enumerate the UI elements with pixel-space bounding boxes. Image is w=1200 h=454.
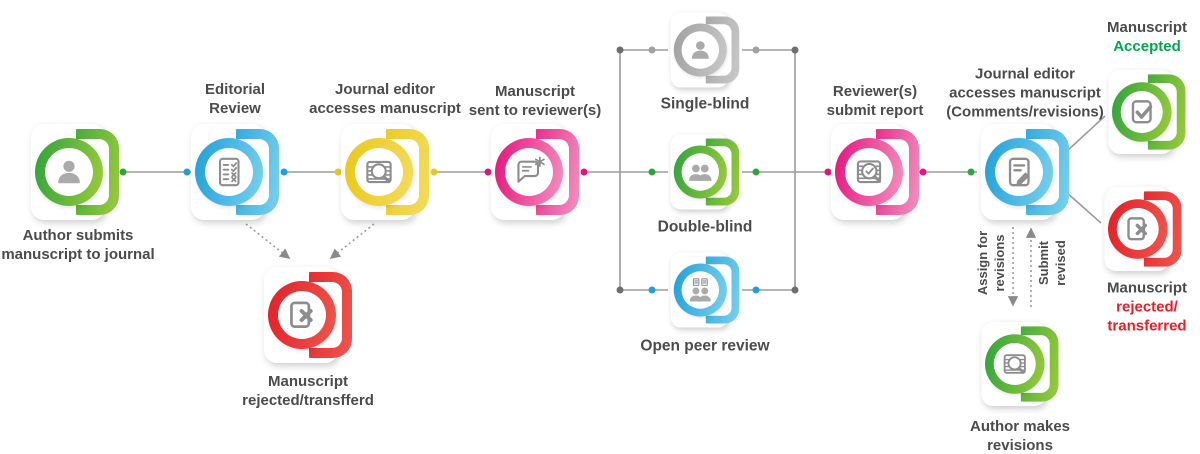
label-rejected-final: Manuscript rejected/ transferred — [1106, 279, 1188, 335]
person-icon — [686, 35, 716, 65]
report-check-icon — [850, 153, 888, 191]
node-single-blind — [661, 2, 749, 98]
node-open-peer-review — [661, 242, 749, 338]
node-rejected-final — [1099, 181, 1187, 277]
node-accepted — [1103, 64, 1191, 160]
node-sent-to-reviewers — [491, 124, 579, 220]
open-review-icon — [686, 275, 716, 305]
checklist-icon — [210, 153, 248, 191]
new-message-icon — [510, 153, 548, 191]
connector-dots — [119, 46, 975, 294]
document-search-icon — [360, 153, 398, 191]
label-open-peer-review: Open peer review — [640, 337, 770, 355]
node-rejected-early — [264, 267, 352, 363]
node-double-blind — [661, 124, 749, 220]
document-check-icon — [1125, 95, 1158, 128]
label-double-blind: Double-blind — [657, 218, 753, 236]
node-author-revisions — [976, 316, 1064, 412]
label-reviewer-report: Reviewer(s)submit report — [826, 83, 924, 119]
document-x-icon — [283, 296, 321, 334]
document-x-icon — [1121, 212, 1154, 245]
node-reviewer-report — [831, 124, 919, 220]
label-single-blind: Single-blind — [660, 95, 750, 113]
node-editorial-review — [191, 124, 279, 220]
two-persons-icon — [686, 157, 716, 187]
node-author-submits — [31, 124, 119, 220]
document-edit-icon — [1000, 153, 1038, 191]
document-search-icon — [998, 347, 1031, 380]
node-editor-comments — [981, 124, 1069, 220]
node-editor-accesses — [341, 124, 429, 220]
person-icon — [50, 153, 88, 191]
